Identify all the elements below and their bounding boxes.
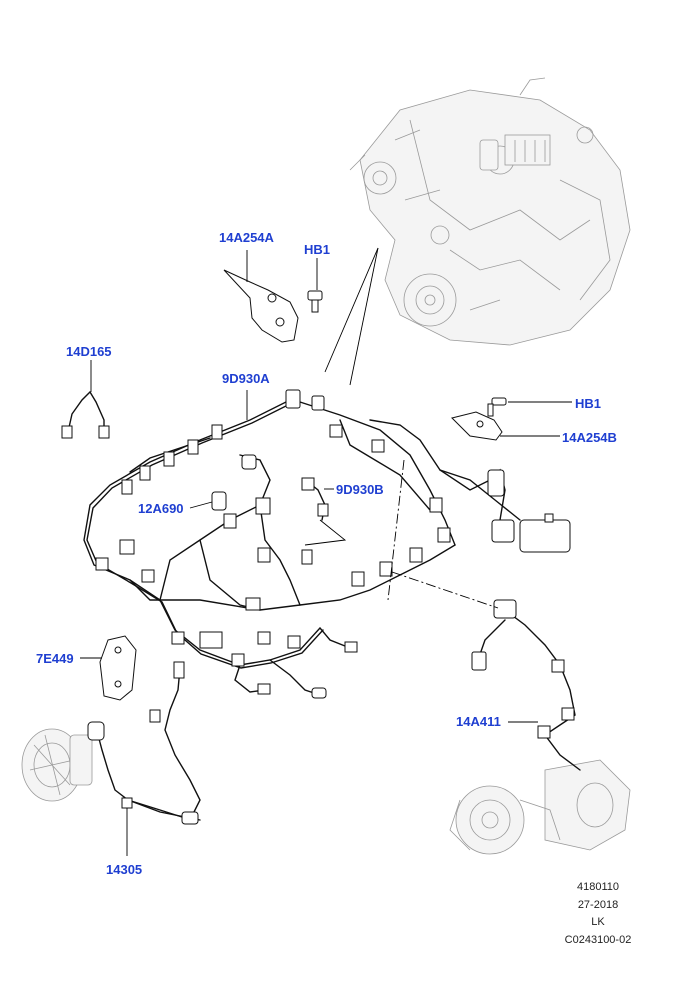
callout-14a254a: 14A254A [219,230,275,245]
stamp-line-1: 4180110 [577,881,619,893]
stamp-line-2: 27-2018 [578,899,618,911]
bracket-14a254a [223,250,299,343]
harness-9d930a [83,389,571,699]
callout-14305: 14305 [106,862,142,877]
callout-9d930a: 9D930A [222,371,270,386]
stamp-line-3: LK [591,916,605,928]
callout-7e449: 7E449 [36,651,74,666]
engine-illustration [349,77,631,346]
bolt-hb1-top [307,258,323,313]
bracket-14a254b [451,397,572,441]
callout-14d165: 14D165 [66,344,112,359]
alternator-illustration [21,728,93,802]
callout-12a690: 12A690 [138,501,184,516]
routing-lines [387,459,499,609]
sensor-12a690 [189,491,227,511]
engine-reference-lines [324,247,379,386]
callout-14a254b: 14A254B [562,430,617,445]
turbocharger-illustration [449,759,631,855]
cable-14305 [87,661,201,856]
callout-14a411: 14A411 [456,714,501,729]
callout-hb1-right: HB1 [575,396,601,411]
harness-14d165 [61,360,110,439]
stamp-line-4: C0243100-02 [565,934,632,946]
harness-14a411 [471,599,581,771]
callout-9d930b: 9D930B [336,482,384,497]
module-7e449 [80,635,137,701]
callout-hb1-top: HB1 [304,242,330,257]
harness-9d930b [301,477,347,546]
